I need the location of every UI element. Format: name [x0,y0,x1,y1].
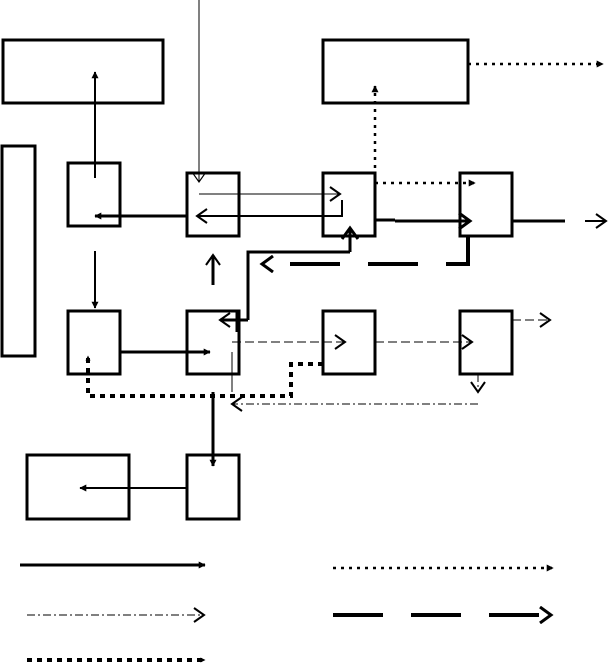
block-row1-col3 [321,171,377,238]
dotted-thick-row2col3-to-row2col1 [85,355,323,398]
block-row1-col4 [458,171,514,238]
block-row1-col2 [185,171,241,238]
feedback-row1col3-to-row2col2 [246,250,350,320]
legend [20,561,554,663]
arrow-row1col3-back-to-row1col2 [195,200,343,224]
block-row2-col1 [66,309,122,376]
block-top-right [321,38,470,105]
block-top-left [1,38,165,105]
block-left-tall [0,144,37,358]
longdash-row1col4-to-row1col2 [262,236,470,264]
